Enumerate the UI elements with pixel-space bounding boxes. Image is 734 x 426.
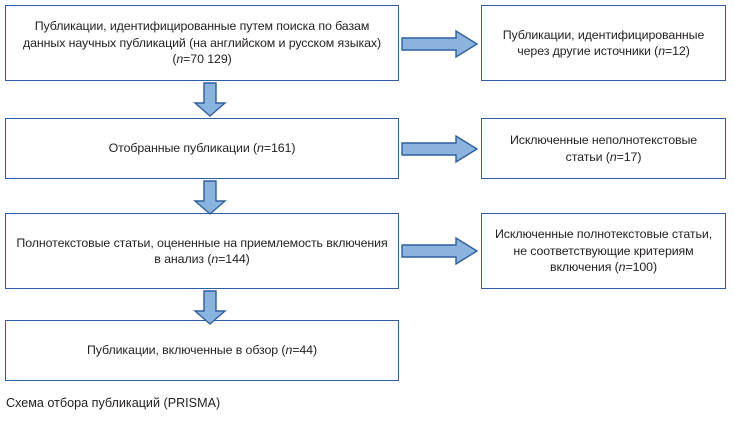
- flow-box-excluded-fulltext-label: Исключенные полнотекстовые статьи, не со…: [494, 227, 713, 275]
- flow-box-eligibility-label: Полнотекстовые статьи, оцененные на прие…: [16, 235, 388, 267]
- down-arrow-icon: [193, 82, 227, 118]
- down-arrow-icon: [193, 290, 227, 326]
- flow-box-excluded-nonfulltext: Исключенные неполнотекстовые статьи (n=1…: [481, 118, 726, 179]
- flow-box-excluded-nonfulltext-label: Исключенные неполнотекстовые статьи (n=1…: [509, 133, 698, 164]
- flow-box-included-label: Публикации, включенные в обзор (n=44): [87, 343, 317, 358]
- flow-box-excluded-fulltext: Исключенные полнотекстовые статьи, не со…: [481, 213, 726, 289]
- flow-box-other-sources-label: Публикации, идентифицированные через дру…: [502, 27, 705, 59]
- flow-box-identified-label: Публикации, идентифицированные путем пои…: [22, 19, 382, 67]
- flow-box-identified: Публикации, идентифицированные путем пои…: [5, 5, 399, 81]
- flow-box-screened-label: Отобранные публикации (n=161): [108, 141, 296, 156]
- flow-box-other-sources: Публикации, идентифицированные через дру…: [481, 5, 726, 81]
- diagram-caption: Схема отбора публикаций (PRISMA): [6, 396, 221, 410]
- flow-box-screened: Отобранные публикации (n=161): [5, 118, 399, 179]
- right-arrow-icon: [401, 134, 479, 164]
- right-arrow-icon: [401, 236, 479, 266]
- right-arrow-icon: [401, 29, 479, 59]
- flow-box-included: Публикации, включенные в обзор (n=44): [5, 320, 399, 381]
- down-arrow-icon: [193, 180, 227, 216]
- flow-box-eligibility: Полнотекстовые статьи, оцененные на прие…: [5, 213, 399, 289]
